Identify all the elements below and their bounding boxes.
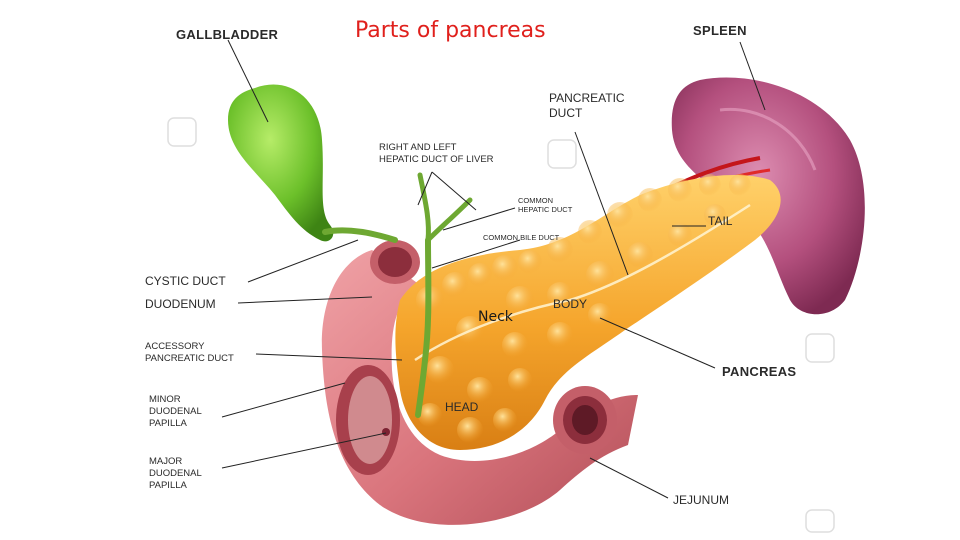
gallbladder [228,84,334,242]
duodenum [321,250,638,525]
label-pancreatic-duct: PANCREATIC DUCT [549,91,625,120]
label-common-bile-duct: COMMON BILE DUCT [483,233,560,242]
watermark-logos [167,117,835,533]
label-cystic-duct: CYSTIC DUCT [145,274,226,288]
label-tail: TAIL [708,214,733,228]
label-common-hepatic-duct: COMMON HEPATIC DUCT [518,196,573,215]
label-pancreas: PANCREAS [722,364,797,379]
page-title: Parts of pancreas [355,18,546,43]
label-head: HEAD [445,400,479,414]
label-hepatic-ducts: RIGHT AND LEFT HEPATIC DUCT OF LIVER [379,142,494,165]
label-major-duodenal-papilla: MAJOR DUODENAL PAPILLA [149,456,202,491]
label-spleen: SPLEEN [693,23,747,38]
jejunum-opening [553,386,617,454]
label-minor-duodenal-papilla: MINOR DUODENAL PAPILLA [149,394,202,429]
duodenum-opening-lower [336,365,400,475]
label-neck: Neck [478,309,513,325]
pancreas-lobules [416,174,751,443]
label-jejunum: JEJUNUM [673,493,729,507]
label-accessory-pancreatic-duct: ACCESSORY PANCREATIC DUCT [145,341,234,364]
label-body: BODY [553,297,588,311]
bile-ducts [322,172,473,418]
pancreas [395,174,781,450]
label-gallbladder: GALLBLADDER [176,27,279,42]
leader-lines [221,39,766,499]
pancreatic-duct-line [414,203,751,362]
label-duodenum: DUODENUM [145,297,216,311]
duodenum-opening-upper [370,240,420,284]
